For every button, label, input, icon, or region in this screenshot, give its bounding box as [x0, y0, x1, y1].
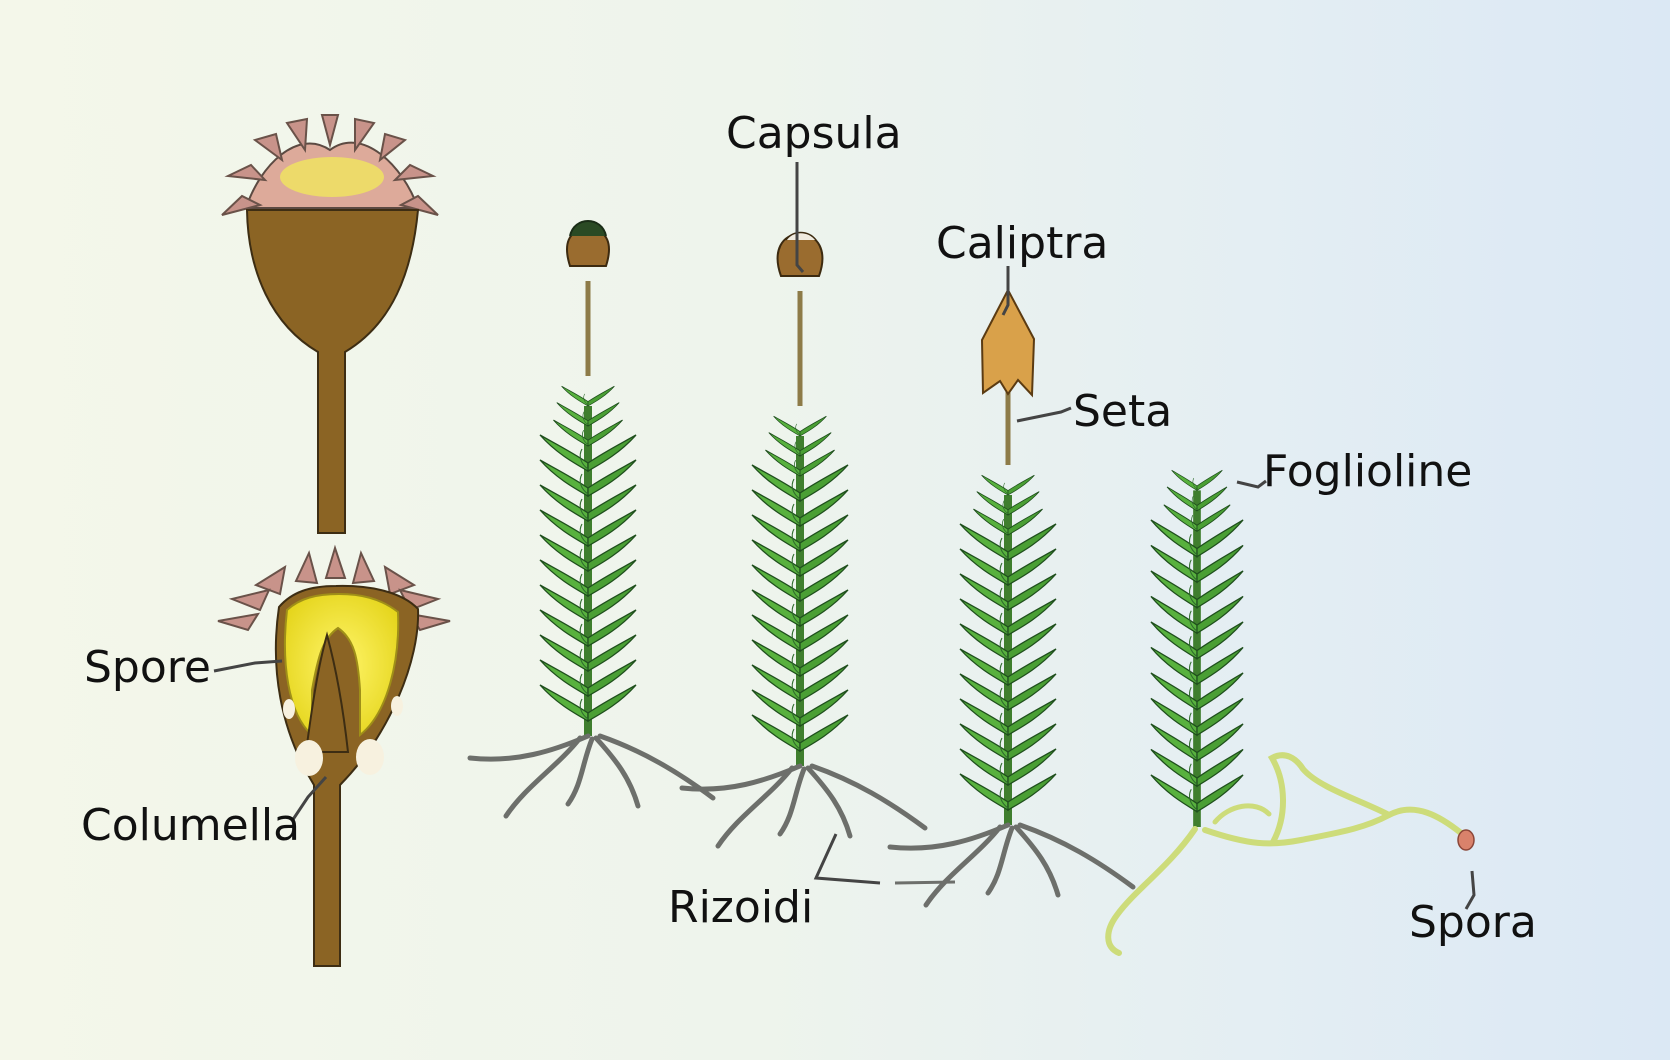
- moss-plant-open-capsule: [470, 220, 713, 816]
- leader-lines: [213, 162, 1476, 910]
- label-seta: Seta: [1073, 386, 1173, 437]
- capsule-cross-section: [217, 544, 451, 967]
- rhizoid-connector: [894, 880, 956, 885]
- label-caliptra: Caliptra: [936, 218, 1109, 269]
- label-columella: Columella: [81, 800, 301, 851]
- moss-plant-capsule: [682, 231, 925, 847]
- moss-plant-protonema: [1105, 470, 1475, 956]
- label-foglioline: Foglioline: [1263, 446, 1473, 497]
- capsule-exterior: [221, 114, 439, 534]
- label-spore: Spore: [84, 642, 211, 693]
- moss-plant-calyptra: [890, 287, 1133, 905]
- label-rizoidi: Rizoidi: [668, 882, 814, 933]
- label-capsula: Capsula: [726, 108, 902, 159]
- label-spora: Spora: [1409, 897, 1537, 948]
